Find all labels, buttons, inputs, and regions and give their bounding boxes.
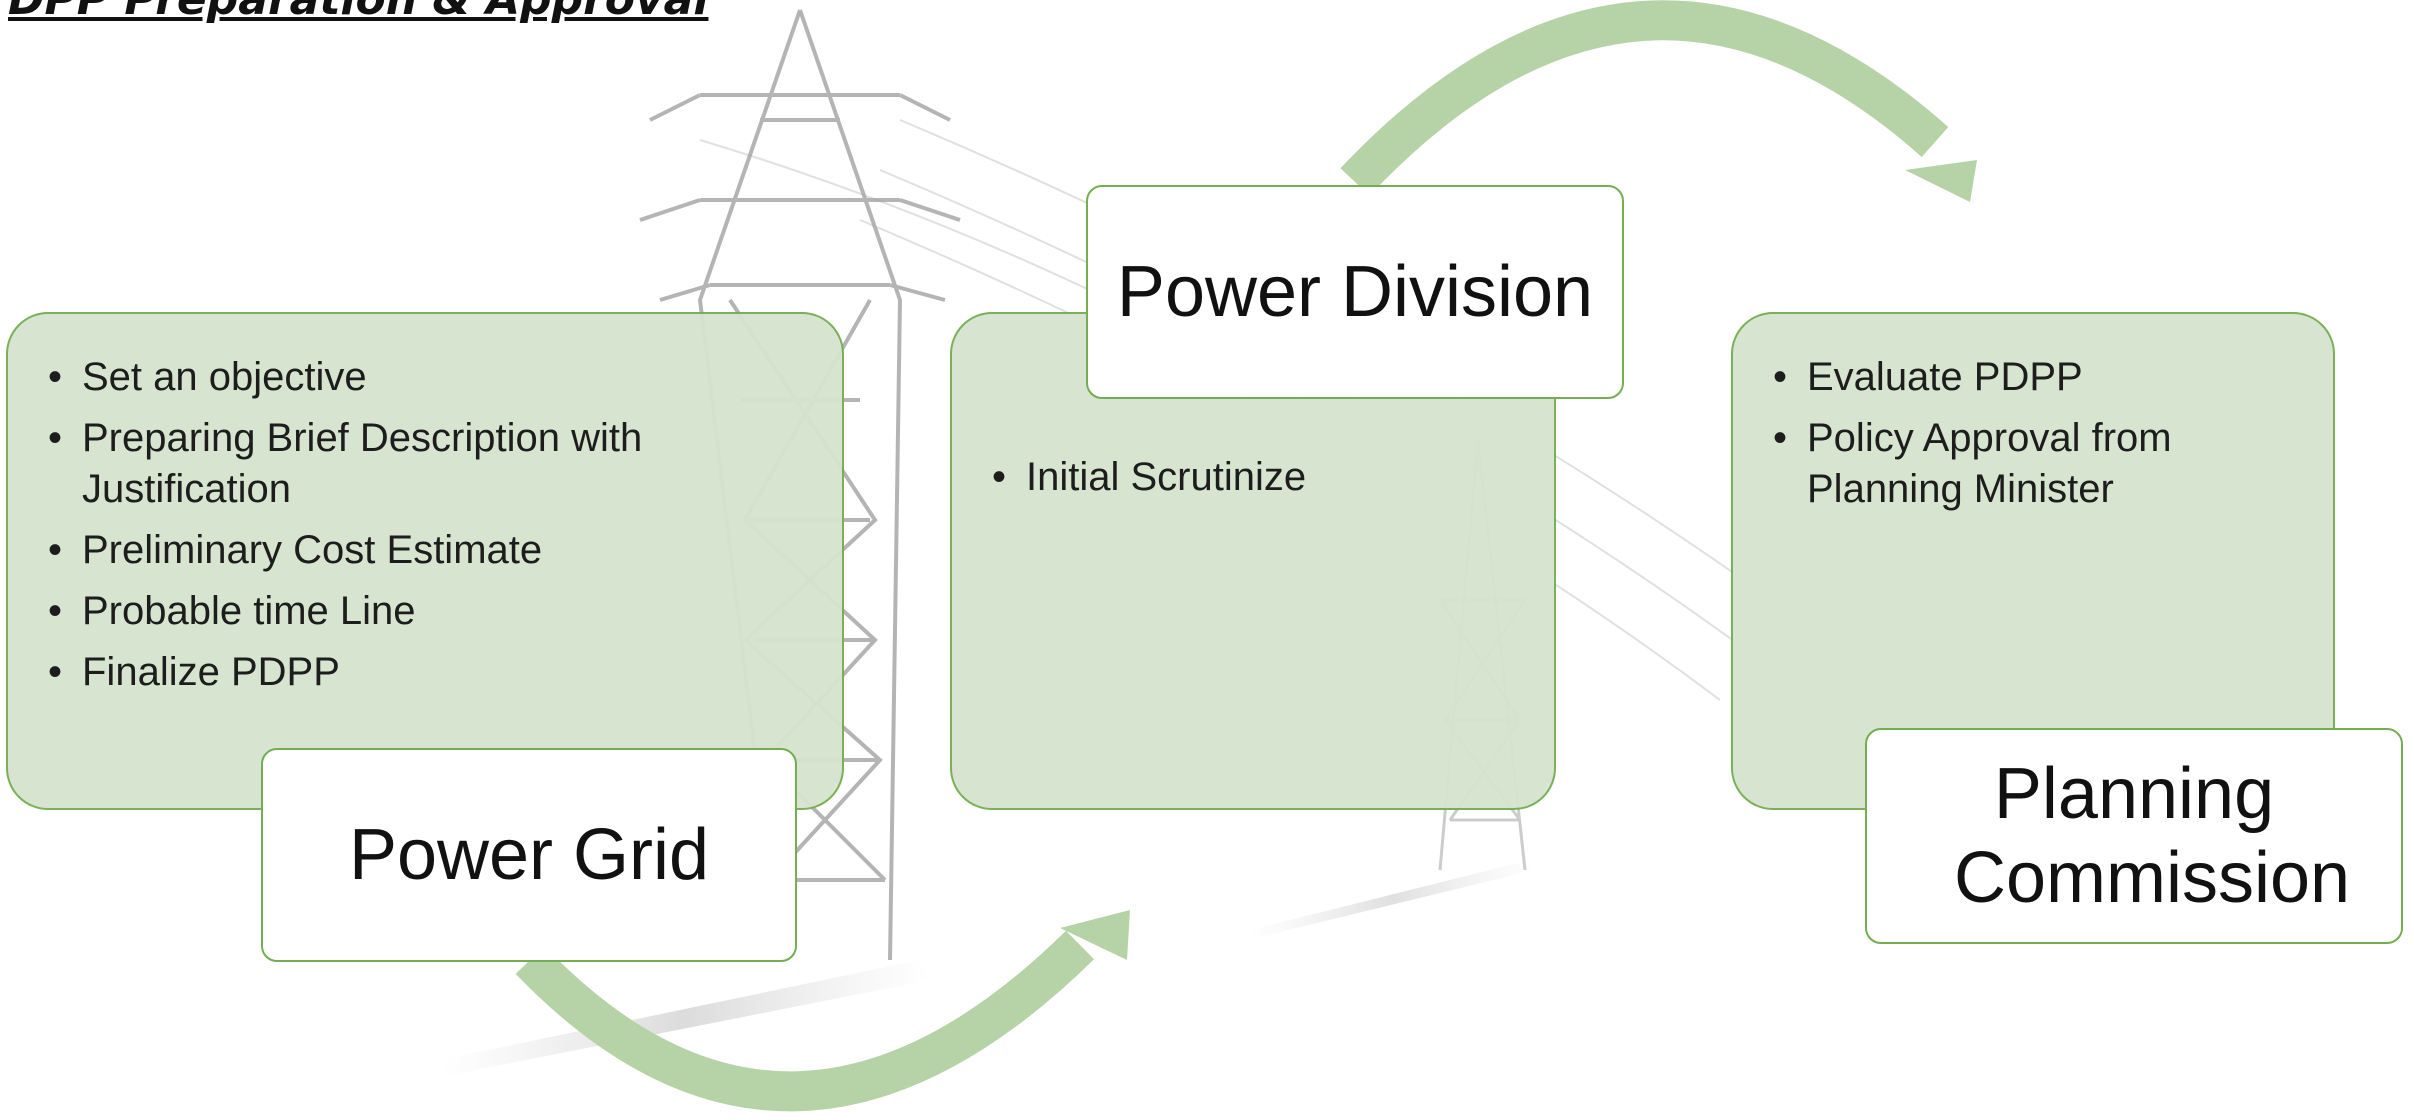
list-item: Preliminary Cost Estimate <box>48 525 802 576</box>
stage-label-planning-commission: Planning Commission <box>1865 728 2403 944</box>
list-item: Evaluate PDPP <box>1773 352 2293 403</box>
stage-name: Power Division <box>1116 252 1594 332</box>
slide-title: DPP Preparation & Approval <box>8 0 708 25</box>
stage-label-power-division: Power Division <box>1086 185 1624 399</box>
arrow-grid-to-division <box>515 930 1095 1112</box>
stage-name: Planning Commission <box>1954 754 2351 918</box>
list-item: Finalize PDPP <box>48 647 802 698</box>
stage-panel-planning-commission: Evaluate PDPP Policy Approval from Plann… <box>1731 312 2335 810</box>
arrow-division-to-commission <box>1340 0 1949 196</box>
stage-label-power-grid: Power Grid <box>261 748 797 962</box>
list-item: Initial Scrutinize <box>992 452 1514 503</box>
stage-name: Power Grid <box>348 815 710 895</box>
list-item: Preparing Brief Description with Justifi… <box>48 413 802 515</box>
list-item: Probable time Line <box>48 586 802 637</box>
power-grid-task-list: Set an objective Preparing Brief Descrip… <box>48 352 802 698</box>
list-item: Set an objective <box>48 352 802 403</box>
arrow-head-grid-to-division <box>1060 910 1130 960</box>
stage-panel-power-grid: Set an objective Preparing Brief Descrip… <box>6 312 844 810</box>
power-division-task-list: Initial Scrutinize <box>992 452 1514 503</box>
planning-commission-task-list: Evaluate PDPP Policy Approval from Plann… <box>1773 352 2293 515</box>
arrow-head-division-to-commission <box>1905 160 1977 202</box>
list-item: Policy Approval from Planning Minister <box>1773 413 2293 515</box>
